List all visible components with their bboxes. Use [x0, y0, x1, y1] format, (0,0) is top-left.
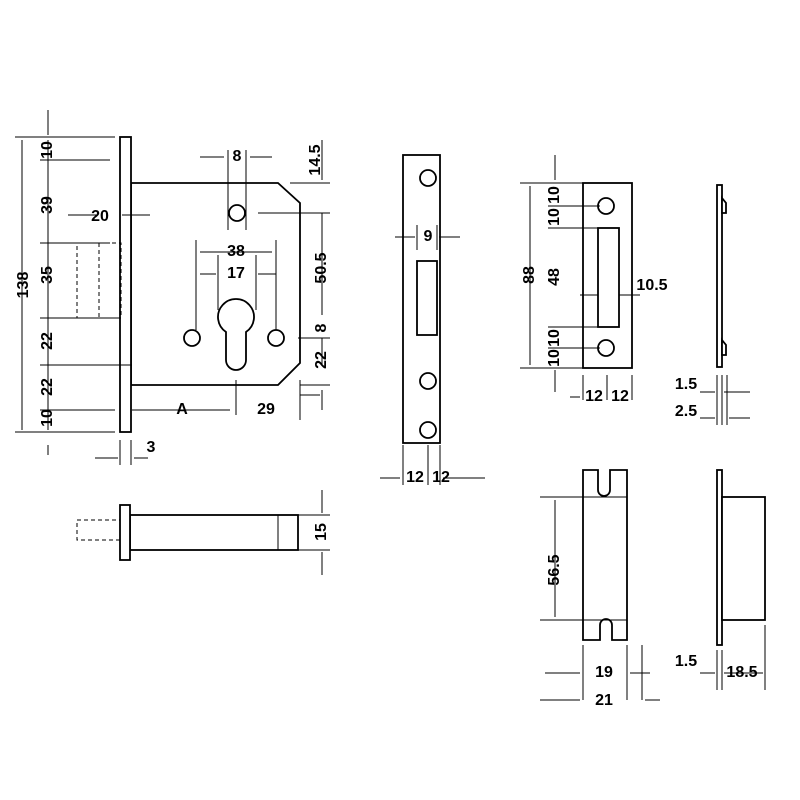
bolt-view	[76, 490, 330, 575]
dim-label: 35	[39, 266, 56, 284]
dim-label: 10.5	[636, 277, 667, 294]
dim-label: 18.5	[726, 664, 757, 681]
dim-label: 50.5	[313, 252, 330, 283]
dim-label: 10	[546, 208, 563, 226]
dim-label: 8	[233, 148, 242, 165]
strike-plate-small-view	[520, 155, 750, 425]
dim-label: 22	[39, 332, 56, 350]
bolt-bar	[129, 514, 299, 551]
dim-label: 22	[39, 378, 56, 396]
dim-label: 10	[546, 329, 563, 347]
dim-label: A	[176, 401, 188, 418]
bolt-faceplate	[119, 504, 131, 561]
dim-label: 10	[546, 349, 563, 367]
dim-label: 15	[313, 523, 330, 541]
fixing-hole-left	[183, 329, 201, 347]
dim-label: 2.5	[675, 403, 697, 420]
dim-label: 29	[257, 401, 275, 418]
dim-label: 3	[147, 439, 156, 456]
dim-label: 9	[424, 228, 433, 245]
dim-label: 21	[595, 692, 613, 709]
dim-label: 12	[432, 469, 450, 486]
dim-label: 38	[227, 243, 245, 260]
dim-label: 1.5	[675, 376, 697, 393]
dim-label: 12	[611, 388, 629, 405]
dim-label: 20	[91, 208, 109, 225]
dim-label: 56.5	[546, 554, 563, 585]
faceplate	[119, 136, 132, 433]
dim-label: 12	[406, 469, 424, 486]
dim-label: 138	[15, 272, 32, 299]
dim-label: 12	[585, 388, 603, 405]
latch-slot	[416, 260, 438, 336]
dim-label: 22	[313, 351, 330, 369]
dimension-labels: 10 39 35 22 22 10 138 20 8 14.5 38 17 50…	[15, 141, 757, 709]
cylinder-hole	[217, 298, 255, 371]
dim-label: 1.5	[675, 653, 697, 670]
screw-hole	[228, 204, 246, 222]
dim-label: 8	[313, 323, 330, 332]
dim-label: 10	[546, 186, 563, 204]
dim-label: 88	[521, 266, 538, 284]
dim-label: 39	[39, 196, 56, 214]
dim-label: 14.5	[307, 144, 324, 175]
dim-label: 10	[39, 141, 56, 159]
striking-plate-view	[380, 154, 485, 485]
dim-label: 17	[227, 265, 245, 282]
dim-label: 19	[595, 664, 613, 681]
strike-box-view	[540, 469, 766, 701]
dim-label: 48	[546, 268, 563, 286]
lock-case-view	[15, 110, 330, 465]
dim-label: 10	[39, 409, 56, 427]
fixing-hole-right	[267, 329, 285, 347]
